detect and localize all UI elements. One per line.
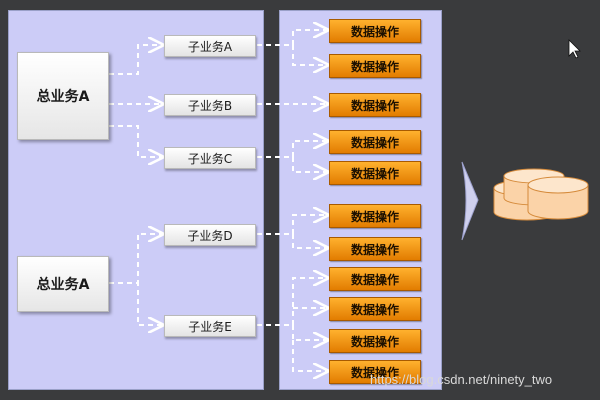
main-task-box-1: 总业务A [17,52,109,140]
sub-task-a: 子业务A [164,35,256,57]
data-operation-box: 数据操作 [329,161,421,185]
database-icon [493,168,589,221]
data-operation-box: 数据操作 [329,19,421,43]
data-operation-box: 数据操作 [329,130,421,154]
data-operation-box: 数据操作 [329,297,421,321]
sub-task-e: 子业务E [164,315,256,337]
data-operation-box: 数据操作 [329,267,421,291]
sub-task-b: 子业务B [164,94,256,116]
forward-arrow-icon [461,161,479,241]
cursor-arrow-icon [568,39,581,59]
sub-task-d: 子业务D [164,224,256,246]
data-operation-box: 数据操作 [329,54,421,78]
data-operation-box: 数据操作 [329,93,421,117]
main-task-box-2: 总业务A [17,256,109,312]
data-operation-box: 数据操作 [329,329,421,353]
data-operation-box: 数据操作 [329,360,421,384]
watermark-text: https://blog.csdn.net/ninety_two [370,372,553,387]
data-operation-box: 数据操作 [329,204,421,228]
sub-task-c: 子业务C [164,147,256,169]
data-operation-box: 数据操作 [329,237,421,261]
